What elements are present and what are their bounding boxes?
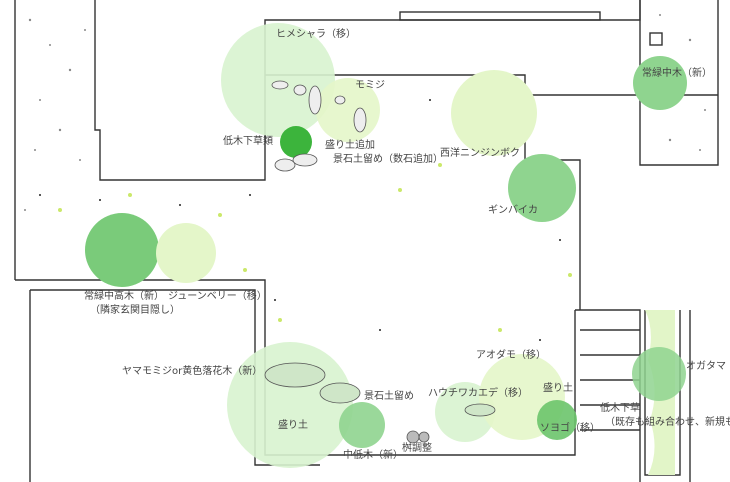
label-ginbaika: ギンバイカ <box>488 205 538 216</box>
label-mound-added: 盛り土追加 <box>325 140 375 151</box>
canopy-soyogo <box>537 400 577 440</box>
label-retaining-stones-added: 景石土留め（数石追加） <box>333 154 443 165</box>
label-seiyou-ninjinboku: 西洋ニンジンボク <box>440 148 520 159</box>
label-mid-low-shrub: 中低木（新） <box>343 450 403 461</box>
canopy-evergreen-tall <box>85 213 159 287</box>
canopy-evergreen-mid <box>633 56 687 110</box>
label-low-ground-cover: 低木下草 <box>600 403 640 414</box>
label-ogatama: オガタマ <box>686 361 726 372</box>
label-evergreen-mid: 常緑中木（新） <box>642 68 712 79</box>
label-basin-adjust: 桝調整 <box>402 443 432 454</box>
label-retaining-stones: 景石土留め <box>364 391 414 402</box>
label-hauchiwa: ハウチワカエデ（移） <box>428 388 528 399</box>
label-mound-left: 盛り土 <box>278 420 308 431</box>
label-yamamomiji: ヤマモミジor黄色落花木（新） <box>122 366 263 377</box>
label-planting-note: （既存も組み合わせ、新規も植栽） <box>605 417 730 428</box>
canopy-juneberry <box>156 223 216 283</box>
ground-cover-dots <box>58 163 572 332</box>
label-momiji: モミジ <box>355 80 385 91</box>
ground-marks <box>39 99 561 341</box>
canopy-yamamomiji <box>227 342 353 468</box>
label-juneberry: ジューンベリー（移） <box>168 291 267 302</box>
label-evergreen-tall: 常緑中高木（新） <box>84 291 164 302</box>
canopy-ogatama <box>632 347 686 401</box>
label-himeshara: ヒメシャラ（移） <box>276 29 356 40</box>
gravel-texture <box>24 14 706 211</box>
rocks <box>264 80 496 444</box>
canopy-low-shrubs <box>280 126 312 158</box>
label-aodamo: アオダモ（移） <box>476 350 546 361</box>
label-low-shrubs: 低木下草類 <box>223 136 273 147</box>
label-soyogo: ソヨゴ（移） <box>540 423 600 434</box>
label-mound-right: 盛り土 <box>543 383 573 394</box>
label-screen-note: （隣家玄関目隠し） <box>90 305 180 316</box>
canopy-himeshara <box>221 23 335 137</box>
canopy-seiyou-ninjinboku <box>451 70 537 156</box>
canopy-ginbaika <box>508 154 576 222</box>
canopy-mid-low <box>339 402 385 448</box>
